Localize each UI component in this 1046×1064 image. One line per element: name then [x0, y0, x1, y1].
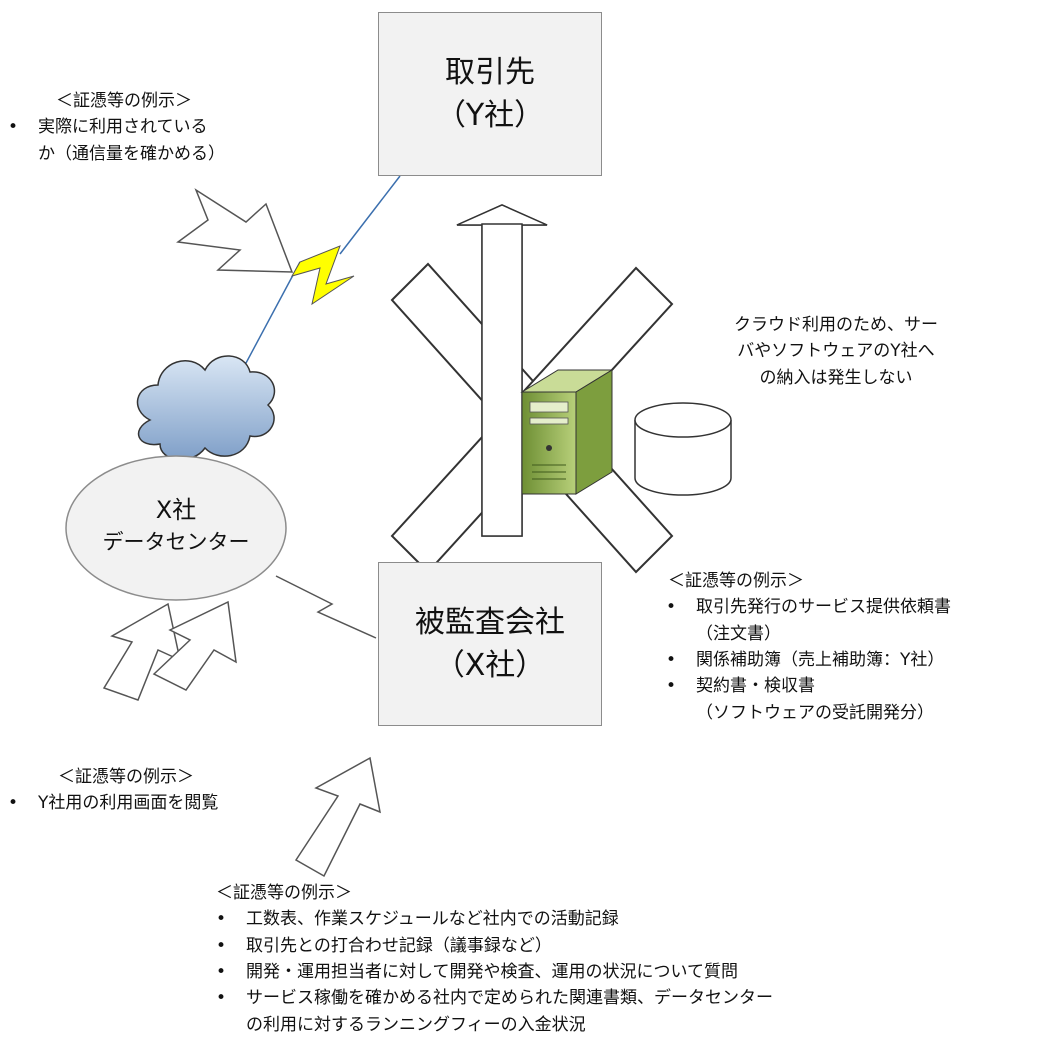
evidence-item: • 取引先との打合わせ記録（議事録など） [216, 933, 773, 959]
evidence-item: • 実際に利用されている か（通信量を確かめる） [8, 114, 225, 167]
bullet-icon: • [216, 909, 227, 930]
cloud-note-line: バやソフトウェアのY社へ [737, 341, 935, 362]
evidence-item: • サービス稼働を確かめる社内で定められた関連書類、データセンター の利用に対す… [216, 985, 773, 1038]
cloud-icon [136, 355, 276, 461]
partner-box: 取引先 （Y社） [378, 12, 602, 176]
evidence-arrows [102, 188, 381, 878]
bullet-icon: • [216, 988, 227, 1009]
server-icon [520, 369, 614, 495]
lightning-icon [290, 245, 355, 306]
cloud-note-line: クラウド利用のため、サー [734, 315, 938, 335]
bullet-icon: • [216, 935, 227, 956]
bullet-icon: • [8, 793, 19, 814]
evidence-item: • 工数表、作業スケジュールなど社内での活動記録 [216, 906, 773, 932]
audited-box-title: 被監査会社 [415, 604, 565, 640]
evidence-item: • 取引先発行のサービス提供依頼書 （注文書） [666, 594, 951, 647]
evidence-heading: ＜証憑等の例示＞ [216, 883, 352, 903]
cloud-note: クラウド利用のため、サー バやソフトウェアのY社へ の納入は発生しない [696, 312, 976, 391]
evidence-network: ＜証憑等の例示＞ • 実際に利用されている か（通信量を確かめる） [8, 88, 225, 167]
datacenter-line2: データセンター [102, 529, 250, 554]
arrow-to-datacenter-1 [102, 602, 182, 701]
evidence-item: • Y社用の利用画面を閲覧 [8, 790, 218, 816]
datacenter-line1: X社 [155, 496, 197, 524]
datacenter-ellipse [65, 455, 287, 601]
datacenter-label: X社 データセンター [66, 494, 286, 557]
evidence-item: • 関係補助簿（売上補助簿：Y社） [666, 647, 951, 673]
evidence-partner-docs: ＜証憑等の例示＞ • 取引先発行のサービス提供依頼書 （注文書） • 関係補助簿… [666, 568, 951, 726]
database-icon [634, 402, 732, 496]
bullet-icon: • [666, 676, 677, 697]
evidence-internal-records: ＜証憑等の例示＞ • 工数表、作業スケジュールなど社内での活動記録 • 取引先と… [216, 880, 773, 1038]
bullet-icon: • [666, 597, 677, 618]
evidence-heading: ＜証憑等の例示＞ [58, 767, 194, 787]
network-connection [237, 175, 401, 379]
partner-box-title: 取引先 [445, 54, 535, 90]
arrow-to-datacenter-2 [152, 600, 237, 691]
bullet-icon: • [666, 650, 677, 671]
audited-box-subtitle: （X社） [434, 648, 546, 683]
cloud-note-line: の納入は発生しない [759, 367, 913, 388]
evidence-screen-view: ＜証憑等の例示＞ • Y社用の利用画面を閲覧 [8, 764, 218, 817]
evidence-heading: ＜証憑等の例示＞ [56, 91, 192, 111]
evidence-heading: ＜証憑等の例示＞ [668, 571, 804, 591]
arrow-to-audited [294, 756, 381, 878]
arrow-to-network [176, 188, 294, 273]
datacenter-link [275, 575, 377, 639]
partner-box-subtitle: （Y社） [435, 98, 545, 133]
bullet-icon: • [216, 962, 227, 983]
bullet-icon: • [8, 117, 19, 138]
evidence-item: • 開発・運用担当者に対して開発や検査、運用の状況について質問 [216, 959, 773, 985]
audited-company-box: 被監査会社 （X社） [378, 562, 602, 726]
evidence-item: • 契約書・検収書 （ソフトウェアの受託開発分） [666, 673, 951, 726]
